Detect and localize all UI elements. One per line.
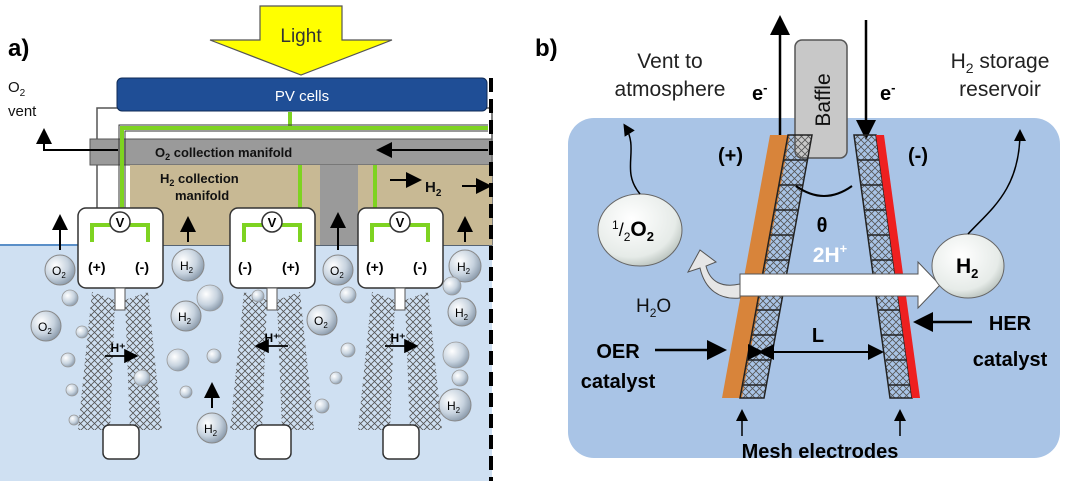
o2-vent-path xyxy=(623,123,641,195)
o2-vent-arrow xyxy=(36,128,118,151)
o2-bubble: O2 xyxy=(314,314,328,330)
gas-bubbles xyxy=(60,276,470,426)
cell-1: V (+) (-) H⁺ xyxy=(77,207,164,460)
svg-text:V: V xyxy=(268,215,277,230)
panel-a: a) PV cells Light O2 collection manifold… xyxy=(0,5,493,481)
wiring-outline xyxy=(118,124,488,215)
light-label: Light xyxy=(280,26,322,47)
panel-a-label: a) xyxy=(8,35,29,62)
angle-arc xyxy=(795,185,853,197)
light-arrow xyxy=(209,5,393,76)
h2-bubble-label: H2 xyxy=(956,255,978,281)
electron-left: e- xyxy=(752,80,767,105)
proton-transport-arrow xyxy=(739,260,941,310)
pv-cells-label: PV cells xyxy=(275,88,329,105)
o2-bubble: O2 xyxy=(52,264,66,280)
svg-text:V: V xyxy=(396,215,405,230)
o2-manifold-label: O2 collection manifold xyxy=(155,145,292,162)
cell-2-left: (-) xyxy=(238,259,252,275)
anode-sign: (+) xyxy=(718,145,743,167)
cathode-rungs xyxy=(858,159,911,386)
voltmeter xyxy=(261,211,283,233)
h2-manifold-label-line2: manifold xyxy=(175,188,229,203)
h2-bubble-labels: H2 H2 H2 H2 H2 H2 xyxy=(170,248,482,444)
cell-3: V (+) (-) H⁺ xyxy=(357,207,444,460)
h-plus-2: H⁺ xyxy=(265,331,280,345)
h2-bubble: H2 xyxy=(178,310,192,326)
cell-2-right: (+) xyxy=(282,259,300,275)
storage-label: H2 storage xyxy=(951,50,1050,76)
h-plus-1: H⁺ xyxy=(111,341,126,355)
wiring xyxy=(120,112,488,215)
oer-label: OER xyxy=(596,341,640,363)
cell-1-left: (+) xyxy=(88,259,106,275)
h2-bubble: H2 xyxy=(180,259,194,275)
vent-label: Vent to xyxy=(637,50,702,73)
h2-out-label: H2 xyxy=(425,179,442,199)
mesh-electrodes-label: Mesh electrodes xyxy=(742,441,899,463)
oer-label-line2: catalyst xyxy=(581,371,656,393)
cell-2: V (-) (+) H⁺ xyxy=(229,207,316,460)
o2-vent-label-line2: vent xyxy=(8,103,37,120)
spacing-label: L xyxy=(812,325,824,347)
o2-bubble-labels: O2 O2 O2 O2 xyxy=(30,254,354,342)
h2-bubble: H2 xyxy=(455,306,469,322)
her-catalyst-layer xyxy=(876,135,920,398)
water-to-oxygen-arrow xyxy=(686,249,741,299)
water-label: H2O xyxy=(636,296,671,320)
baffle xyxy=(794,39,848,159)
o2-bubble: O2 xyxy=(38,320,52,336)
cell-1-right: (-) xyxy=(135,259,149,275)
her-label: HER xyxy=(989,313,1032,335)
o2-collection-manifold xyxy=(89,138,493,166)
anode-rungs xyxy=(742,159,808,386)
cell-3-right: (-) xyxy=(413,259,427,275)
o2-vent-label: O2 xyxy=(8,79,26,99)
h2-bubble: H2 xyxy=(457,260,471,276)
svg-text:V: V xyxy=(116,215,125,230)
panel-b: b) Vent to atmosphere H2 storage reservo… xyxy=(535,15,1060,463)
h2-bubble: H2 xyxy=(204,422,218,438)
pv-cells xyxy=(116,77,488,112)
h-plus-3: H⁺ xyxy=(391,331,406,345)
half-o2-label: 1/2O2 xyxy=(612,218,654,244)
voltmeter xyxy=(109,211,131,233)
electron-right: e- xyxy=(880,80,895,105)
oer-catalyst-layer xyxy=(722,135,790,398)
panel-b-label: b) xyxy=(535,35,558,62)
rising-arrows xyxy=(52,212,473,408)
cathode-sign: (-) xyxy=(908,145,928,167)
proton-label: 2H+ xyxy=(813,241,848,267)
h2-manifold-label: H2 collection xyxy=(160,171,239,188)
baffle-label: Baffle xyxy=(812,73,835,126)
voltmeter xyxy=(389,211,411,233)
o2-bubble: O2 xyxy=(330,264,344,280)
theta-label: θ xyxy=(817,215,828,237)
her-label-line2: catalyst xyxy=(973,349,1048,371)
vent-label-line2: atmosphere xyxy=(615,78,726,101)
cell-3-left: (+) xyxy=(366,259,384,275)
storage-label-line2: reservoir xyxy=(959,78,1041,101)
h2-storage-path xyxy=(967,129,1026,235)
h2-bubble: H2 xyxy=(447,399,461,415)
